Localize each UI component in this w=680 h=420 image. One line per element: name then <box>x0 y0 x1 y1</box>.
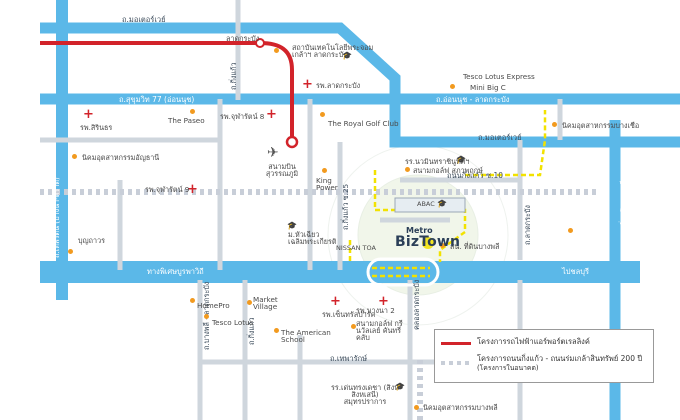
poi-golf-subhakam <box>405 167 410 172</box>
map-legend: โครงการรถไฟฟ้าแอร์พอร์ตเรลลิงค์ โครงการถ… <box>434 329 654 383</box>
road-label-onnut: ถ.อ่อนนุช - ลาดกระบัง <box>436 95 510 104</box>
road-label-bangna-trat: ทางพิเศษบูรพาวิถี <box>147 267 204 276</box>
poi-american-school <box>274 328 279 333</box>
road-label-khlong: คลองลาดกระบัง <box>412 279 421 330</box>
graduation-cap-icon: 🎓 <box>395 382 405 391</box>
label-airport: สนามบินสุวรรณภูมิ <box>265 162 299 179</box>
label-bangpli-park: สน. ที่ดินบางพลี <box>450 242 500 251</box>
graduation-cap-icon: 🎓 <box>456 155 466 164</box>
graduation-cap-icon: 🎓 <box>342 51 352 60</box>
road-ghost <box>340 28 680 72</box>
label-market-village: Market Village <box>253 295 278 312</box>
legend-road-text: โครงการถนนกิ่งแก้ว - ถนนร่มเกล้าสินทรัพย… <box>477 354 643 363</box>
rail-station-ladkrabang <box>255 38 265 48</box>
label-rp-sirinthorn: รพ.สิรินธร <box>80 123 113 132</box>
legend-rail-text: โครงการรถไฟฟ้าแอร์พอร์ตเรลลิงค์ <box>477 337 590 346</box>
legend-road-swatch <box>441 361 471 365</box>
label-hosp-bangna2: รพ.บางนา 2 <box>356 306 395 315</box>
graduation-cap-icon: 🎓 <box>437 199 447 208</box>
road-label-ladkrabang-right: ถ.ลาดกระบัง <box>523 205 532 245</box>
project-marker <box>422 237 434 249</box>
label-abac: ABAC <box>417 200 435 208</box>
poi-the-paseo <box>190 109 195 114</box>
rail-station-airport <box>285 135 299 149</box>
road-label-motorway-top: ถ.มอเตอร์เวย์ <box>122 15 166 24</box>
project-name-metro: Metro <box>406 226 433 235</box>
poi-nikhom-ladkrabang <box>568 228 573 233</box>
poi-kmitl <box>274 48 279 53</box>
hospital-cross-icon: + <box>83 107 94 122</box>
hospital-cross-icon: + <box>187 182 198 197</box>
hospital-cross-icon: + <box>302 77 313 92</box>
label-hosp-chularat8: รพ.จุฬารัตน์ 8 <box>220 112 265 121</box>
interchange-loop <box>366 257 440 287</box>
label-royal-golf: The Royal Golf Club <box>328 119 399 128</box>
legend-road-note: (โครงการในอนาคต) <box>477 364 539 372</box>
road-label-thepharak: ถ.เทพารักษ์ <box>330 354 368 363</box>
project-name-biztown: BizTown <box>395 234 461 250</box>
label-tesco-lotus: Tesco Lotus <box>212 318 254 327</box>
poi-bangpli-park <box>440 243 445 248</box>
label-nikhom-right: นิคมอุตสาหกรรมบางเชือ <box>562 121 640 130</box>
label-bangpli-school: รร.เด่นทรงเดชา (สิงห์ สิงหเสนี) สมุทรปรา… <box>331 383 399 407</box>
label-nikhom-bangchan: นิคมอุตสาหกรรมอัญธานี <box>82 153 160 162</box>
poi-homepro <box>190 298 195 303</box>
label-ladkrabang-station: ลาดกระบัง <box>226 34 260 43</box>
label-homepro: HomePro <box>197 301 230 310</box>
road-label-sukhumvit77: ถ.สุขุมวิท 77 (อ่อนนุช) <box>119 95 195 104</box>
legend-rail-swatch <box>441 342 471 345</box>
label-golf-bangna: สนามกอล์ฟ กรีนวัลเลย์ คันทรี่ คลับ <box>356 319 403 343</box>
label-tesco-lotus-express: Tesco Lotus Express <box>463 72 535 81</box>
road-label-motorway-right: ถ.มอเตอร์เวย์ <box>478 133 522 142</box>
label-mini-big-c: Mini Big C <box>470 83 506 92</box>
label-mahachai: ม.หัวเฉียว เฉลิมพระเกียรติ <box>288 230 337 247</box>
label-the-paseo: The Paseo <box>168 116 205 125</box>
road-label-right-vertical: ถ.กิ่งแก้ว-บางพลี <box>619 180 628 232</box>
hospital-cross-icon: + <box>330 294 341 309</box>
road-label-left-vertical: ถ.เทพรัตน (บางนา-ตราด) <box>52 177 61 258</box>
road-label-kingkaew-left: ถ.กิ่งแก้ว <box>229 62 238 90</box>
label-king-power: King Power <box>316 176 338 193</box>
graduation-cap-icon: 🎓 <box>287 221 297 230</box>
road-label-to-chonburi: ไปชลบุรี <box>562 267 590 276</box>
poi-mini-big-c <box>450 84 455 89</box>
poi-market-village <box>247 300 252 305</box>
label-hosp-central: รพ.เซ็นทรัลปาร์ค <box>322 310 376 319</box>
road-label-road10: ถนนกิ่งแก้ว ซ.10 <box>447 171 503 180</box>
label-nikhom-bangphli: นิคมอุตสาหกรรมบางพลี <box>423 403 498 412</box>
poi-golf-bangna <box>351 324 356 329</box>
poi-king-power <box>322 168 327 173</box>
label-bunyawat: บุญถาวร <box>78 236 105 245</box>
label-hosp-ladkrabang: รพ.ลาดกระบัง <box>316 81 361 90</box>
poi-nikhom-bangphli <box>414 405 419 410</box>
hospital-cross-icon: + <box>266 107 277 122</box>
label-kmitl: สถาบันเทคโนโลยีพระจอมเกล้าฯ ลาดกระบัง <box>292 43 374 60</box>
poi-nikhom-bangchan <box>72 154 77 159</box>
label-srinakarin-school: รร.นวมินทราชินูทิศฯ <box>405 157 470 166</box>
access-route <box>348 110 547 278</box>
hospital-cross-icon: + <box>378 294 389 309</box>
label-american-school: The American School <box>281 328 331 345</box>
airport-rail-link <box>40 41 294 140</box>
label-golf-subhakam: สนามกอล์ฟ สุภาพฤกษ์ <box>413 166 483 175</box>
label-hosp-chularat9: รพ.จุฬารัตน์ 9 <box>145 185 190 194</box>
poi-nikhom-right <box>552 122 557 127</box>
abac-block <box>394 197 466 213</box>
label-nissan-toa: NISSAN TOA <box>336 244 376 252</box>
airplane-icon: ✈ <box>267 145 279 161</box>
poi-royal-golf <box>320 112 325 117</box>
poi-tesco-lotus <box>204 314 209 319</box>
poi-bunyawat <box>68 249 73 254</box>
